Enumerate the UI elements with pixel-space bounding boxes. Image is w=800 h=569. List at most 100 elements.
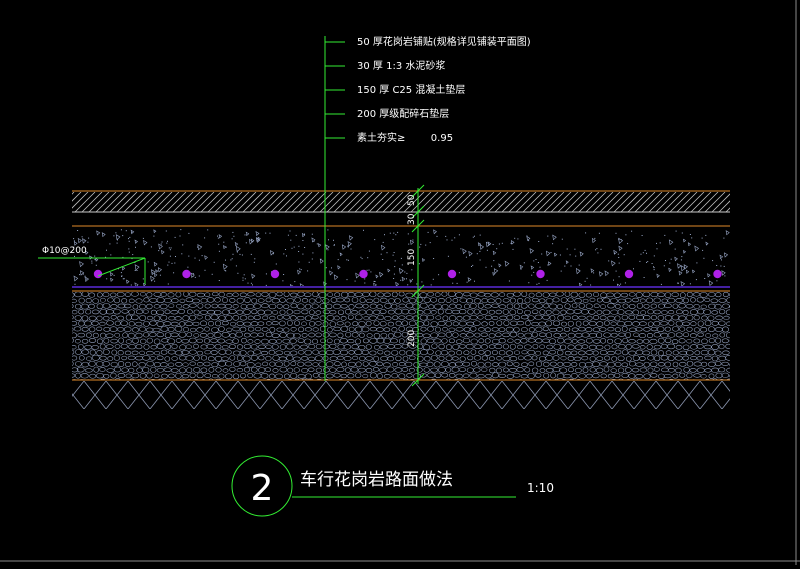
gravel-stone [269, 373, 275, 379]
gravel-stone [593, 315, 600, 320]
gravel-stone [401, 331, 408, 338]
gravel-stone [467, 309, 474, 315]
gravel-stone [185, 344, 192, 349]
concrete-speckle [559, 254, 561, 256]
gravel-stone [226, 292, 233, 298]
granite-hatch-line [662, 192, 684, 212]
gravel-stone [553, 343, 561, 350]
gravel-stone [142, 366, 150, 373]
gravel-stone [139, 338, 147, 344]
gravel-stone [635, 314, 645, 321]
gravel-stone [379, 321, 387, 327]
gravel-stone [667, 332, 676, 338]
gravel-stone [574, 298, 582, 304]
gravel-stone [287, 320, 293, 326]
gravel-stone [600, 304, 606, 309]
gravel-stone [534, 314, 543, 320]
gravel-stone [225, 339, 234, 344]
gravel-stone [531, 367, 539, 374]
gravel-stone [218, 373, 225, 379]
granite-hatch-line [620, 192, 642, 212]
gravel-stone [599, 315, 607, 321]
gravel-stone [139, 350, 145, 356]
concrete-speckle [346, 259, 348, 261]
concrete-speckle [120, 272, 122, 274]
gravel-stone [649, 338, 658, 345]
concrete-aggregate [548, 261, 552, 266]
gravel-stone [401, 308, 410, 315]
gravel-stone [632, 309, 640, 316]
concrete-speckle [254, 258, 256, 260]
concrete-speckle [282, 280, 284, 282]
gravel-stone [369, 303, 377, 309]
gravel-stone [199, 310, 208, 315]
gravel-stone [224, 373, 233, 380]
dimension-tick-4 [411, 284, 425, 298]
gravel-stone [548, 338, 557, 345]
concrete-speckle [320, 258, 322, 260]
concrete-aggregate [341, 244, 347, 250]
concrete-speckle [295, 234, 297, 236]
gravel-stone [149, 320, 157, 326]
gravel-stone [606, 315, 616, 321]
gravel-stone [535, 350, 541, 356]
gravel-stone [560, 309, 567, 316]
gravel-stone [239, 315, 248, 321]
concrete-aggregate [680, 281, 686, 286]
concrete-speckle [331, 267, 332, 269]
gravel-stone [81, 292, 89, 297]
granite-hatch-line [704, 192, 726, 212]
concrete-speckle [418, 263, 420, 265]
gravel-stone [332, 349, 341, 355]
gravel-stone [589, 297, 596, 303]
gravel-stone [131, 372, 140, 379]
gravel-stone [618, 378, 624, 380]
gravel-stone [74, 303, 82, 310]
gravel-stone [193, 367, 201, 373]
gravel-stone [663, 374, 672, 379]
gravel-stone [455, 339, 463, 344]
gravel-stone [301, 356, 309, 361]
gravel-stone [344, 321, 351, 327]
rebar-dot [93, 269, 103, 279]
gravel-stone [643, 303, 650, 309]
gravel-stone [268, 338, 277, 344]
gravel-stone [689, 309, 698, 316]
gravel-stone [226, 327, 233, 333]
gravel-stone [239, 292, 247, 298]
gravel-stone [122, 332, 128, 339]
gravel-stone [276, 339, 282, 344]
gravel-stone [142, 355, 151, 361]
granite-hatch-line [123, 192, 145, 212]
gravel-stone [328, 367, 337, 373]
gravel-stone [531, 309, 539, 314]
concrete-aggregate [373, 282, 377, 286]
gravel-stone [283, 314, 291, 320]
gravel-stone [290, 361, 297, 367]
concrete-speckle [618, 238, 620, 240]
gravel-stone [376, 304, 383, 310]
concrete-speckle [430, 284, 432, 286]
gravel-stone [678, 361, 687, 367]
concrete-aggregate [153, 272, 158, 278]
gravel-stone [730, 328, 736, 332]
gravel-stone [152, 327, 161, 333]
gravel-stone [463, 327, 471, 332]
gravel-stone [351, 297, 359, 303]
gravel-stone [81, 326, 89, 332]
gravel-stone [193, 333, 200, 338]
gravel-stone [458, 309, 467, 315]
gravel-stone [329, 332, 337, 338]
gravel-stone [170, 321, 179, 327]
gravel-stone [204, 292, 211, 297]
concrete-aggregate [301, 232, 306, 238]
gravel-stone [585, 350, 594, 355]
gravel-stone [535, 361, 543, 367]
gravel-stone [146, 292, 153, 298]
gravel-stone [603, 332, 612, 338]
gravel-stone [348, 350, 355, 355]
gravel-stone [290, 292, 298, 298]
gravel-stone [507, 338, 514, 343]
gravel-stone [120, 343, 128, 349]
concrete-speckle [272, 253, 274, 255]
